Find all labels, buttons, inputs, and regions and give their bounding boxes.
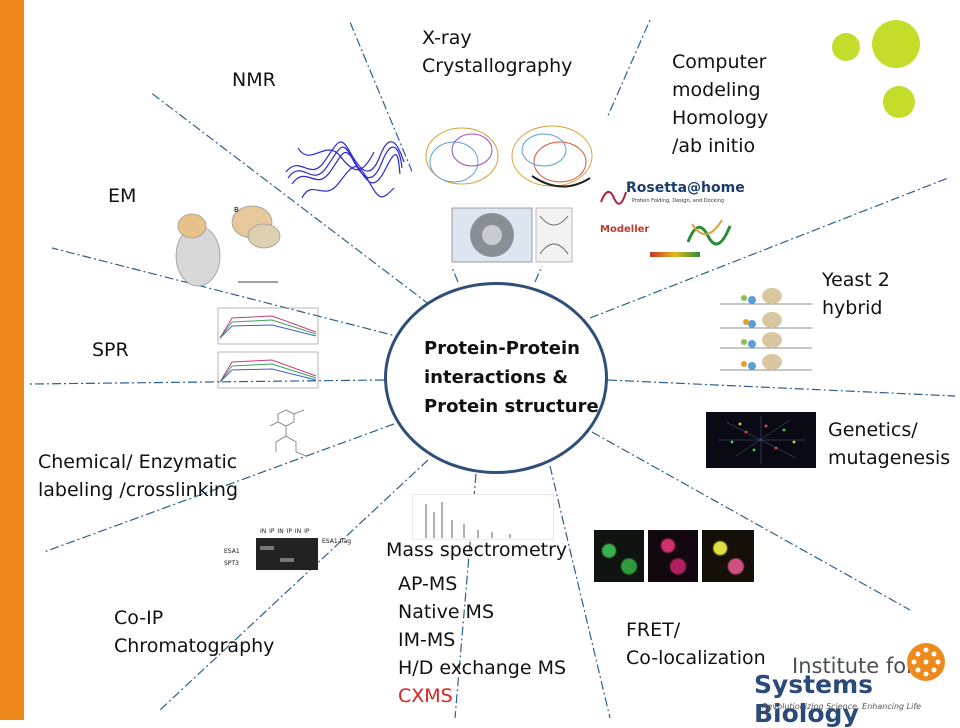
label-mass-spectrometry: Mass spectrometry: [386, 539, 568, 561]
mass-spectrum-image: [412, 494, 554, 540]
coip-band: [260, 546, 274, 550]
ray-genetics: [607, 379, 956, 397]
modeller-text: Modeller: [600, 224, 650, 235]
label-fret: FRET/ Co-localization: [626, 619, 766, 669]
yeast-two-hybrid-image: [720, 288, 812, 371]
ms-item-native: Native MS: [398, 601, 495, 623]
xray-structure-image: [412, 116, 610, 266]
fret-panel-magenta: [648, 530, 698, 582]
center-title: Protein-Protein interactions & Protein s…: [424, 334, 599, 421]
label-xray: X-ray Crystallography: [422, 27, 573, 77]
accent-dot-medium: [883, 86, 915, 118]
label-genetics: Genetics/ mutagenesis: [828, 419, 951, 469]
modeller-protein-icon: [686, 219, 732, 246]
rosetta-protein-icon: [600, 191, 627, 205]
isb-logo-dots-icon: [907, 643, 945, 681]
label-coip: Co-IP Chromatography: [114, 607, 275, 657]
center-ellipse: [384, 282, 608, 474]
rosetta-subtitle: Protein Folding, Design, and Docking: [632, 198, 725, 204]
logo-line-1: Institute for: [792, 654, 915, 678]
chemical-structure-image: [269, 409, 307, 457]
accent-dot-large: [872, 20, 920, 68]
ray-coip: [159, 459, 429, 711]
ms-item-hdx: H/D exchange MS: [398, 657, 567, 679]
orange-sidebar: [0, 0, 24, 720]
coip-blot: [256, 538, 318, 570]
ms-method-list: AP-MS Native MS IM-MS H/D exchange MS CX…: [398, 570, 566, 710]
ms-item-imms: IM-MS: [398, 629, 456, 651]
svg-text:B: B: [234, 206, 239, 214]
accent-dot-small: [832, 33, 860, 61]
ray-fret-upper: [591, 431, 911, 611]
label-spr: SPR: [92, 339, 129, 361]
nmr-structure-image: [285, 141, 405, 199]
genetics-network-image: [706, 412, 816, 468]
rosetta-modeller-image: Rosetta@home Protein Folding, Design, an…: [592, 176, 762, 266]
logo-tagline: Revolutionizing Science. Enhancing Life: [762, 702, 922, 711]
em-density-image: B: [175, 205, 281, 287]
spr-sensorgram-image: [217, 307, 319, 389]
coip-lane-labels: IN IP IN IP IN IP: [260, 528, 310, 535]
label-yeast-2-hybrid: Yeast 2 hybrid: [822, 269, 890, 319]
rosetta-logo-text: Rosetta@home: [626, 180, 745, 196]
ray-chem: [43, 423, 395, 553]
label-em: EM: [108, 185, 137, 207]
fret-panel-green: [594, 530, 644, 582]
coip-esa1-flag-label: ESA1-flag: [322, 538, 352, 545]
ms-item-apms: AP-MS: [398, 573, 458, 595]
coip-band-label-esa1: ESA1: [224, 548, 240, 555]
center-line-1: Protein-Protein: [424, 338, 580, 359]
isb-logo: Institute for Systems Biology Revolution…: [748, 642, 948, 728]
center-line-2: interactions &: [424, 367, 569, 388]
ray-nmr: [149, 91, 431, 306]
coip-western-blot-image: IN IP IN IP IN IP ESA1 SPT3 ESA1-flag: [222, 528, 352, 598]
fret-panel-merge: [702, 530, 754, 582]
ray-yeast: [589, 177, 949, 319]
modeller-bar: [650, 252, 700, 257]
label-chemical-labeling: Chemical/ Enzymatic labeling /crosslinki…: [38, 451, 239, 501]
coip-band-label-spt3: SPT3: [224, 560, 239, 567]
center-line-3: Protein structure: [424, 396, 599, 417]
fret-microscopy-images: [594, 530, 754, 582]
ms-item-cxms: CXMS: [398, 685, 453, 707]
ray-spr: [29, 379, 385, 385]
coip-band: [280, 558, 294, 562]
label-computer-modeling: Computer modeling Homology /ab initio: [672, 51, 769, 157]
label-nmr: NMR: [232, 69, 276, 91]
ray-em: [51, 247, 405, 339]
